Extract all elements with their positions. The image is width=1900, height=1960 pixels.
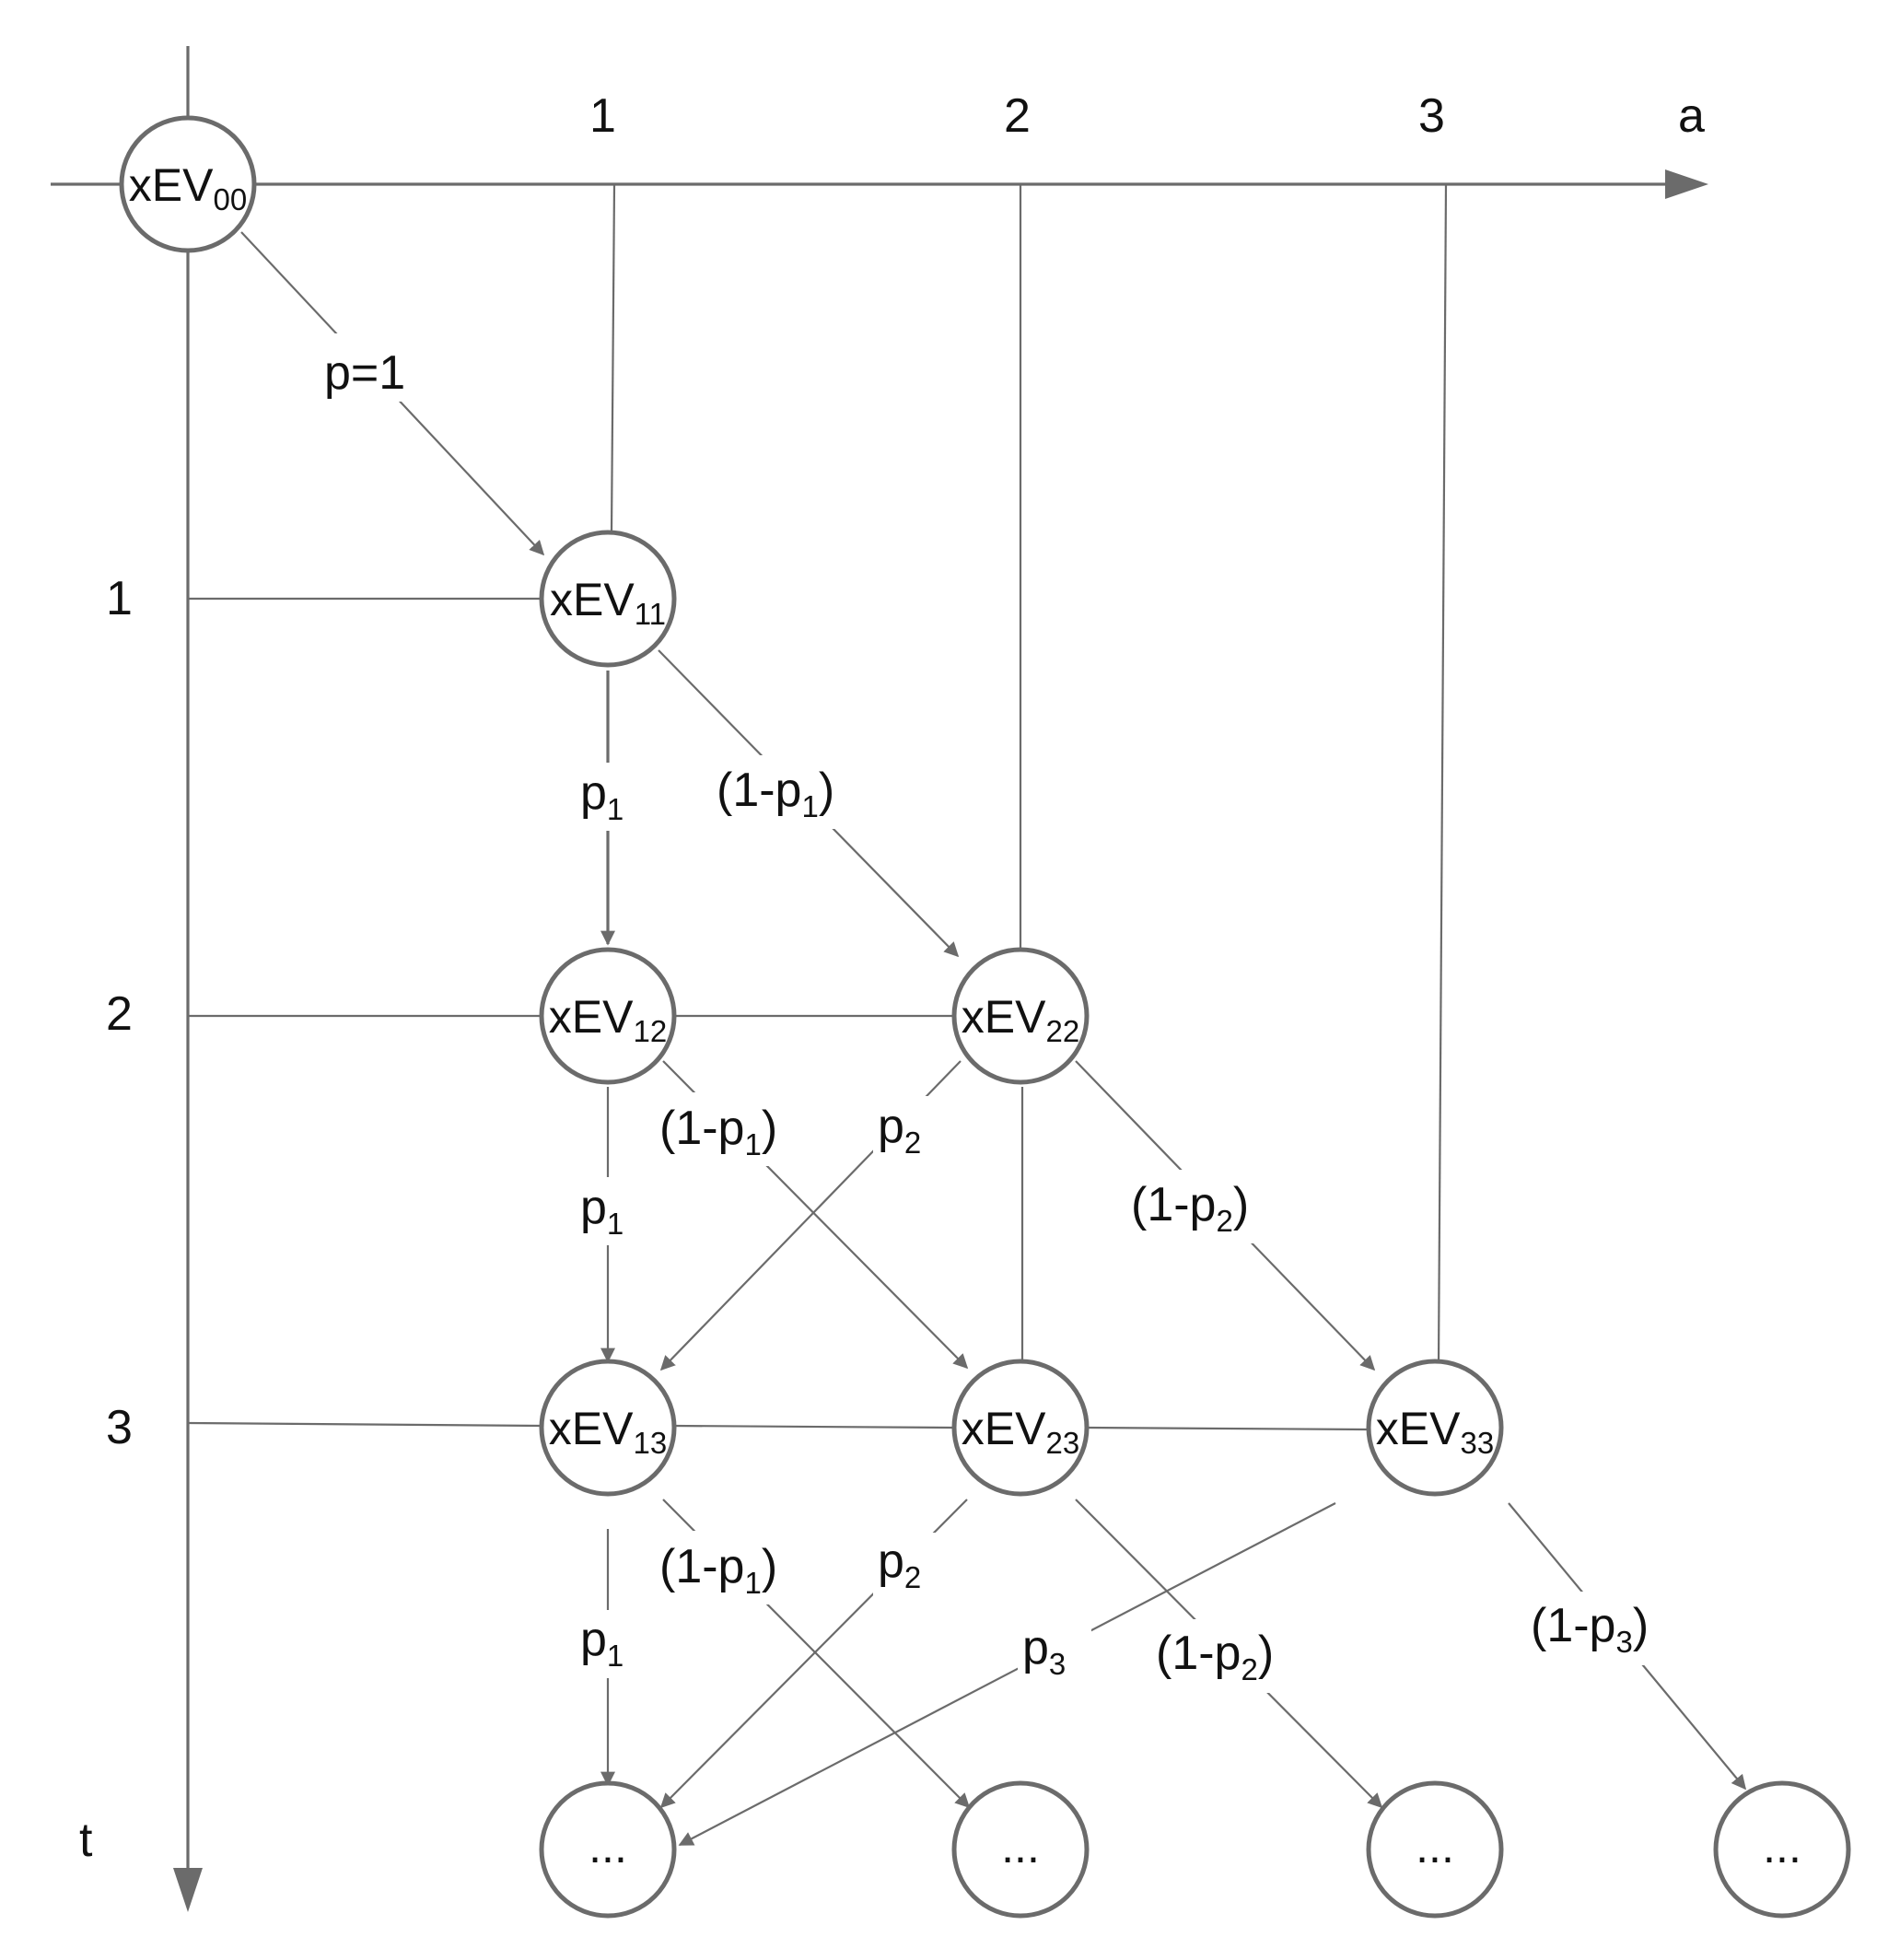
node-xev22: xEV22 [951, 947, 1090, 1085]
svg-text:xEV13: xEV13 [549, 1403, 667, 1460]
svg-text:...: ... [1001, 1821, 1040, 1872]
a-tick-2: 2 [1004, 89, 1031, 143]
a-axis-arrowhead [1665, 169, 1708, 199]
svg-text:xEV11: xEV11 [550, 574, 666, 631]
svg-text:...: ... [589, 1821, 627, 1872]
node-future-4: ... [1713, 1780, 1851, 1919]
edge-label-11-22: (1-p1) [717, 764, 834, 823]
node-xev00: xEV00 [119, 115, 257, 253]
svg-text:xEV00: xEV00 [129, 159, 247, 216]
axes: a 1 2 3 t 1 2 3 [51, 46, 1708, 1912]
edge-label-33-f4: (1-p3) [1531, 1599, 1649, 1659]
t-axis-label: t [79, 1814, 93, 1867]
node-xev11: xEV11 [539, 530, 677, 668]
edge-label-13-f2: (1-p1) [659, 1540, 777, 1600]
node-xev33: xEV33 [1366, 1359, 1504, 1497]
edge-label-23-f3: (1-p2) [1156, 1627, 1274, 1686]
svg-text:xEV22: xEV22 [962, 991, 1079, 1048]
edge-label-22-33: (1-p2) [1131, 1178, 1249, 1238]
svg-text:xEV23: xEV23 [962, 1403, 1079, 1460]
t-tick-2: 2 [106, 987, 133, 1041]
a-axis-label: a [1678, 89, 1705, 143]
a-tick-3: 3 [1418, 89, 1445, 143]
edge-label-22-13: p2 [878, 1100, 921, 1160]
node-future-3: ... [1366, 1780, 1504, 1919]
t-tick-3: 3 [106, 1401, 133, 1454]
edge-label-00-11: p=1 [324, 346, 405, 400]
edge-label-33-f1: p3 [1022, 1621, 1066, 1681]
edge-label-12-23: (1-p1) [659, 1102, 777, 1161]
edge-label-23-f1: p2 [878, 1534, 921, 1594]
svg-text:xEV33: xEV33 [1376, 1403, 1494, 1460]
svg-text:xEV12: xEV12 [549, 991, 667, 1048]
node-xev23: xEV23 [951, 1359, 1090, 1497]
node-future-2: ... [951, 1780, 1090, 1919]
a-tick-1: 1 [589, 89, 616, 143]
svg-text:...: ... [1416, 1821, 1454, 1872]
t-tick-1: 1 [106, 572, 133, 625]
edge-label-13-f1: p1 [580, 1613, 624, 1673]
edge-labels: p=1 p1 (1-p1) p1 (1-p1) p2 (1-p2) p1 (1-… [313, 333, 1674, 1693]
edge-33-f1 [678, 1502, 1336, 1846]
node-xev13: xEV13 [539, 1359, 677, 1497]
node-future-1: ... [539, 1780, 677, 1919]
edge-label-12-13: p1 [580, 1181, 624, 1241]
edge-label-11-12: p1 [580, 766, 624, 826]
node-xev12: xEV12 [539, 947, 677, 1085]
nodes: xEV00 xEV11 xEV12 xEV22 xEV13 xEV23 xEV3… [119, 115, 1851, 1919]
grid-lines [187, 183, 1448, 1431]
svg-text:...: ... [1763, 1821, 1801, 1872]
t-axis-arrowhead [173, 1868, 203, 1912]
